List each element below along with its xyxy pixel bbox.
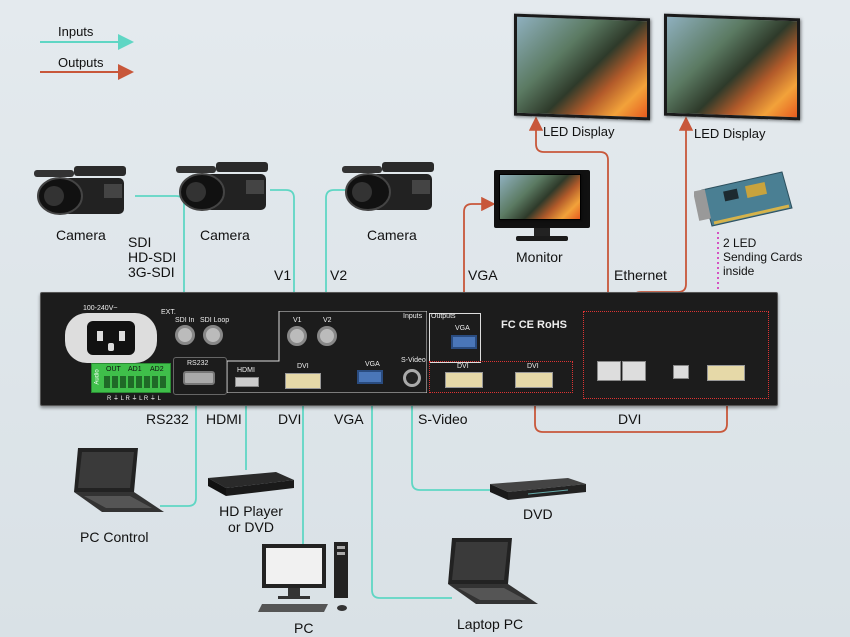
audio-label: Audio — [94, 369, 101, 385]
legend-inputs-label: Inputs — [58, 24, 94, 39]
laptop-pc-icon — [446, 536, 542, 610]
pc-control-label: PC Control — [80, 529, 149, 545]
pc-label: PC — [294, 620, 314, 636]
rs232-port[interactable] — [183, 371, 215, 385]
signal-sdi-label: SDI HD-SDI 3G-SDI — [128, 234, 177, 280]
power-socket[interactable] — [65, 313, 157, 363]
sending-cards-label: 2 LED Sending Cards inside — [723, 236, 803, 278]
pc-control-laptop-icon — [72, 446, 166, 516]
ext-label: EXT. — [161, 309, 176, 316]
sending-card-icon — [693, 168, 794, 230]
wire-camera3-v2 — [318, 189, 366, 314]
wire-vga-monitor — [463, 196, 496, 330]
inputs-label: Inputs — [403, 313, 423, 320]
signal-ethernet-label: Ethernet — [614, 267, 667, 283]
dvi-out-2-panel-label: DVI — [527, 363, 539, 370]
pc-icon — [258, 542, 354, 614]
signal-vga-out-label: VGA — [468, 267, 498, 283]
camera-2-icon — [176, 156, 280, 223]
v1-port[interactable] — [287, 326, 307, 346]
led-display-2-label: LED Display — [694, 126, 766, 141]
sending-card-area — [583, 311, 769, 399]
usb-port[interactable] — [673, 365, 689, 379]
audio-out-label: OUT — [106, 366, 121, 373]
camera-3-icon — [342, 156, 446, 223]
camera-1-label: Camera — [56, 227, 106, 243]
audio-ad1-label: AD1 — [128, 366, 142, 373]
wire-dvi-loop — [534, 388, 735, 433]
ethernet-port-2[interactable] — [622, 361, 646, 381]
hd-player-label: HD Player or DVD — [219, 503, 283, 535]
svideo-panel-label: S-Video — [401, 357, 426, 364]
svideo-port[interactable] — [403, 369, 421, 387]
video-processor-rear-panel: 100-240V~ EXT. SDI In SDI Loop Audio OUT… — [40, 292, 778, 406]
vga-out-panel-label: VGA — [455, 325, 470, 332]
laptop-pc-label: Laptop PC — [457, 616, 524, 632]
power-label: 100-240V~ — [83, 305, 118, 312]
camera-1-icon — [34, 160, 138, 227]
inputs-bay — [227, 311, 427, 393]
v2-panel-label: V2 — [323, 317, 332, 324]
hdmi-panel-label: HDMI — [237, 367, 255, 374]
camera-2-label: Camera — [200, 227, 250, 243]
sdi-in-label: SDI In — [175, 317, 195, 324]
signal-dvi-in-label: DVI — [278, 411, 302, 427]
dvi-out-2-port[interactable] — [515, 372, 553, 388]
dvi-out-1-panel-label: DVI — [457, 363, 469, 370]
monitor-icon — [494, 170, 590, 242]
dvi-in-port[interactable] — [285, 373, 321, 389]
vga-in-port[interactable] — [357, 370, 383, 384]
v1-panel-label: V1 — [293, 317, 302, 324]
sdi-loop-port[interactable] — [203, 325, 223, 345]
signal-v1-label: V1 — [274, 267, 292, 283]
led-display-1-screen — [514, 13, 650, 121]
wire-ethernet-led1 — [528, 116, 609, 356]
led-display-1-label: LED Display — [543, 124, 615, 139]
dvi-out-1-port[interactable] — [445, 372, 483, 388]
certs-label: FC CE RoHS — [501, 319, 567, 331]
hdmi-port[interactable] — [235, 377, 259, 387]
audio-terminal[interactable]: Audio OUT AD1 AD2 — [91, 363, 171, 393]
dvd-label: DVD — [523, 506, 553, 522]
signal-rs232-label: RS232 — [146, 411, 189, 427]
wire-dvd-svideo — [404, 382, 490, 491]
signal-hdmi-label: HDMI — [206, 411, 242, 427]
monitor-label: Monitor — [516, 249, 563, 265]
sdi-loop-label: SDI Loop — [200, 317, 230, 324]
signal-vga-in-label: VGA — [334, 411, 364, 427]
led-display-2-screen — [664, 13, 800, 121]
v2-port[interactable] — [317, 326, 337, 346]
audio-ad2-label: AD2 — [150, 366, 164, 373]
vga-out-port[interactable] — [451, 335, 477, 349]
dvd-player-icon — [488, 476, 588, 502]
sending-card-dvi-port[interactable] — [707, 365, 745, 381]
audio-pins-label: R ⏚ L R ⏚ L R ⏚ L — [107, 396, 161, 402]
wire-laptop-vga — [364, 382, 452, 599]
signal-v2-label: V2 — [330, 267, 348, 283]
hd-player-icon — [206, 470, 296, 498]
dvi-out-group — [429, 361, 573, 393]
outputs-box — [429, 313, 481, 363]
vga-in-panel-label: VGA — [365, 361, 380, 368]
legend-outputs-label: Outputs — [58, 55, 104, 70]
wire-pccontrol-rs232 — [160, 378, 204, 507]
signal-dvi-out-label: DVI — [618, 411, 642, 427]
ethernet-port-1[interactable] — [597, 361, 621, 381]
outputs-label: Outputs — [431, 313, 456, 320]
rs232-panel-label: RS232 — [187, 360, 209, 367]
sdi-in-port[interactable] — [175, 325, 195, 345]
dvi-in-panel-label: DVI — [297, 363, 309, 370]
signal-svideo-label: S-Video — [418, 411, 468, 427]
camera-3-label: Camera — [367, 227, 417, 243]
wire-camera2-v1 — [270, 189, 302, 314]
